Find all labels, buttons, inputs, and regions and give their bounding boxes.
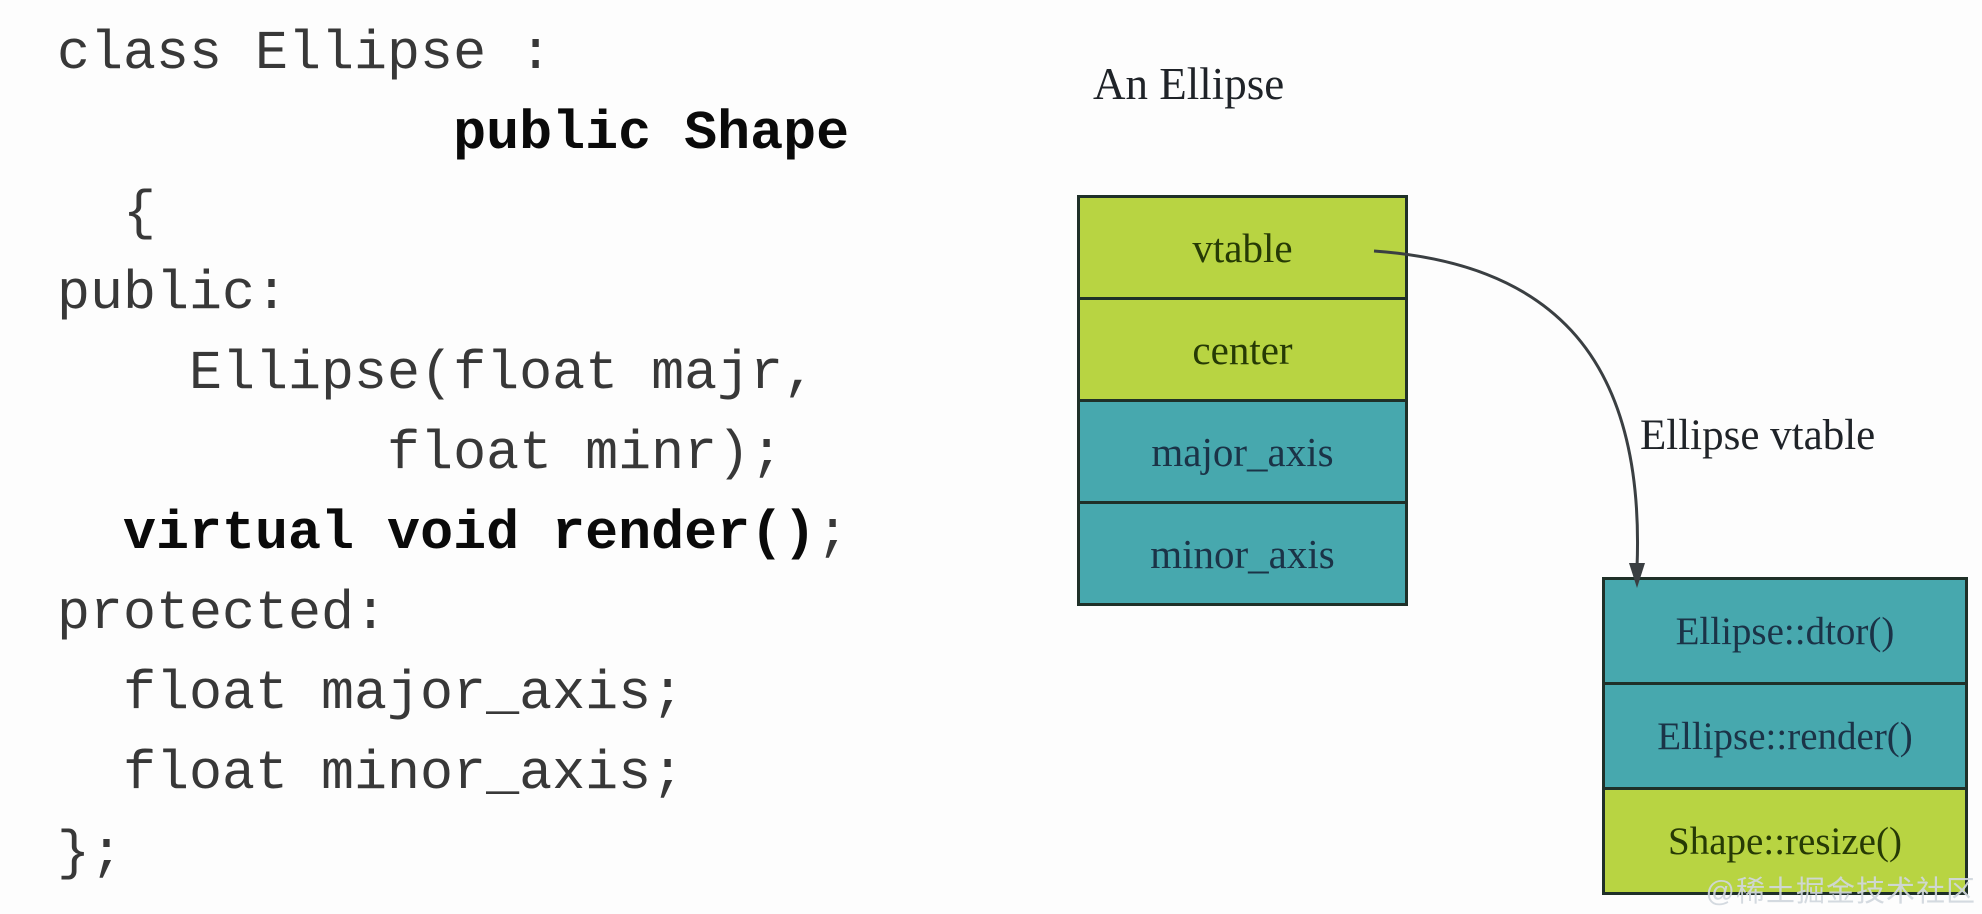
code-line: class Ellipse : <box>57 22 553 85</box>
vtable-entry-row: Shape::resize() <box>1602 787 1968 895</box>
code-line: Ellipse(float majr, <box>57 342 817 405</box>
code-line: float minr); <box>57 422 784 485</box>
ellipse-object-stack: vtable center major_axis minor_axis <box>1077 195 1408 606</box>
vtable-entry-row: Ellipse::render() <box>1602 682 1968 790</box>
code-line: public Shape <box>453 102 850 165</box>
object-field-row: minor_axis <box>1077 501 1408 606</box>
watermark: @稀土掘金技术社区 <box>1705 876 1976 908</box>
code-listing: class Ellipse : public Shape { public: El… <box>57 14 849 894</box>
code-line: virtual void render(); <box>123 502 850 565</box>
code-line: { <box>57 182 157 245</box>
object-field-row: major_axis <box>1077 399 1408 504</box>
ellipse-vtable-stack: Ellipse::dtor()Ellipse::render()Shape::r… <box>1602 577 1968 895</box>
ellipse-vtable-label: Ellipse vtable <box>1640 412 1876 459</box>
row-label: center <box>1192 326 1293 373</box>
row-label: minor_axis <box>1150 530 1335 577</box>
row-label: Shape::resize() <box>1668 819 1902 863</box>
code-line: }; <box>57 822 124 885</box>
row-label: vtable <box>1192 224 1293 271</box>
code-line: public: <box>57 262 289 325</box>
code-line: protected: <box>57 582 388 645</box>
row-label: Ellipse::dtor() <box>1675 609 1895 653</box>
code-line: float minor_axis; <box>57 742 685 805</box>
row-label: major_axis <box>1151 428 1334 475</box>
object-field-row: center <box>1077 297 1408 402</box>
object-field-row: vtable <box>1077 195 1408 300</box>
vtable-entry-row: Ellipse::dtor() <box>1602 577 1968 685</box>
row-label: Ellipse::render() <box>1657 714 1913 758</box>
code-line: float major_axis; <box>57 662 685 725</box>
an-ellipse-label: An Ellipse <box>1093 59 1285 109</box>
arrow-curve <box>1373 249 1640 569</box>
